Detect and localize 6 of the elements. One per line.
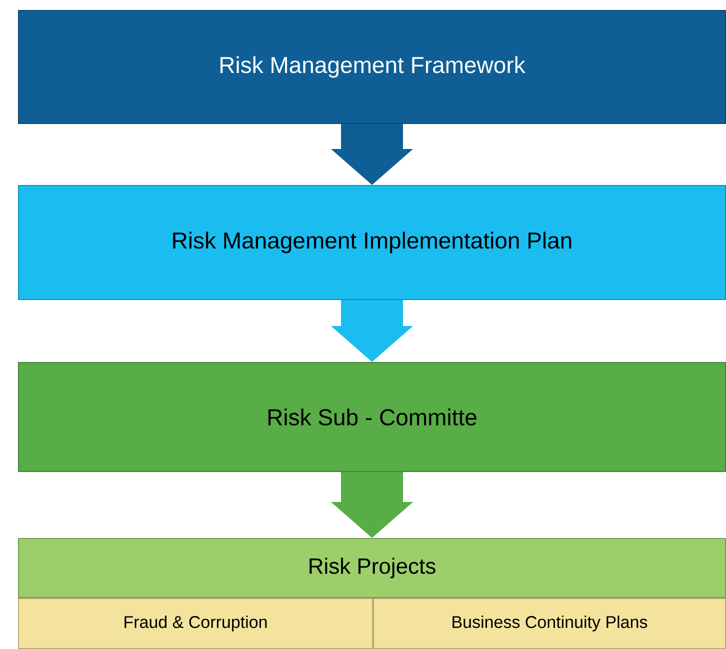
header-band: Risk Projects — [18, 538, 726, 598]
table-cell: Business Continuity Plans — [373, 598, 726, 649]
table-cell: Fraud & Corruption — [18, 598, 373, 649]
process-box: Risk Management Framework — [18, 10, 726, 124]
process-box: Risk Management Implementation Plan — [18, 185, 726, 300]
process-box: Risk Sub - Committe — [18, 362, 726, 472]
